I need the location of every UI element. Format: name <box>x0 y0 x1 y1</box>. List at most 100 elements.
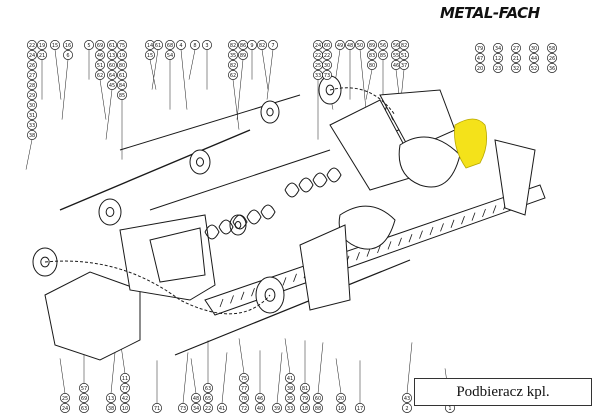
callout-top-ring <box>27 110 37 120</box>
beam-rib <box>440 223 444 232</box>
callout-side-label: 12 <box>495 56 501 62</box>
callout-bottom-ring <box>285 383 295 393</box>
callout-top-label: 19 <box>119 53 125 59</box>
callout-top-ring <box>367 60 377 70</box>
callout-top-ring <box>107 70 117 80</box>
callout-bottom-ring <box>60 393 70 403</box>
callout-bottom-ring <box>191 403 201 413</box>
leader <box>61 59 69 120</box>
front-shaft <box>149 149 331 211</box>
callout-bottom-ring <box>313 393 323 403</box>
callout-top-label: 13 <box>109 53 115 59</box>
callout-top-label: 14 <box>147 43 153 49</box>
callout-side-ring <box>547 43 557 53</box>
callout-bottom-label: 18 <box>302 406 308 412</box>
auger-left <box>246 209 262 225</box>
callout-side: 34 <box>493 43 503 53</box>
callout-bottom-label: 63 <box>205 386 211 392</box>
callout-top-ring <box>355 40 365 50</box>
callout-top-label: 37 <box>401 63 407 69</box>
callout-top: 82 <box>228 60 238 70</box>
callout-top-label: 80 <box>119 63 125 69</box>
callout-top: 29 <box>27 90 37 100</box>
callout-top: 50 <box>355 40 365 50</box>
callout-side: 20 <box>475 63 485 73</box>
callout-bottom: 71 <box>152 403 162 413</box>
callout-bottom: 24 <box>60 403 70 413</box>
callout-bottom-ring <box>239 373 249 383</box>
callout-bottom-label: 79 <box>302 396 308 402</box>
drive-shaft <box>59 129 251 211</box>
callout-bottom: 88 <box>313 403 323 413</box>
beam-rib <box>219 298 224 308</box>
callout-top: 62 <box>228 70 238 80</box>
callout-top-label: 22 <box>315 53 321 59</box>
callout-top-ring <box>117 40 127 50</box>
callout-top: 35 <box>228 50 238 60</box>
callout-side-ring <box>511 43 521 53</box>
callout-side-label: 23 <box>495 66 501 72</box>
callout-top-label: 22 <box>29 43 35 49</box>
callout-top-ring <box>165 50 175 60</box>
callout-top-label: 82 <box>259 43 265 49</box>
callout-top-label: 61 <box>109 43 115 49</box>
highlighted-part <box>454 118 488 169</box>
callout-top-ring <box>367 50 377 60</box>
leader <box>149 59 157 90</box>
callout-top-label: 4 <box>179 43 182 49</box>
left-guard <box>44 271 141 361</box>
callout-bottom-label: 88 <box>315 406 321 412</box>
callout-top: 45 <box>107 80 117 90</box>
callout-top-label: 83 <box>369 53 375 59</box>
callout-bottom: 77 <box>120 383 130 393</box>
callout-top-label: 64 <box>109 73 115 79</box>
callout-top: 46 <box>95 50 105 60</box>
callout-top: 84 <box>117 80 127 90</box>
callout-bottom: 11 <box>120 373 130 383</box>
callout-top-label: 45 <box>109 83 115 89</box>
callout-top-ring <box>367 40 377 50</box>
callout-side: 21 <box>511 53 521 63</box>
leader <box>59 358 66 394</box>
callout-top-label: 30 <box>324 63 330 69</box>
callout-bottom-ring <box>285 403 295 413</box>
beam-rib <box>230 295 234 304</box>
callout-top-label: 61 <box>119 73 125 79</box>
callout-side-label: 44 <box>531 56 537 62</box>
leader-lines <box>25 49 451 404</box>
callout-bottom: 41 <box>217 403 227 413</box>
callout-top: 15 <box>50 40 60 50</box>
callout-bottom: 16 <box>336 403 346 413</box>
callout-bottom-label: 20 <box>338 396 344 402</box>
callout-top: 15 <box>145 50 155 60</box>
callout-bottom-ring <box>79 383 89 393</box>
callout-bottom-label: 38 <box>287 386 293 392</box>
callout-bottom: 60 <box>313 393 323 403</box>
callout-top-label: 75 <box>119 43 125 49</box>
callout-side: 32 <box>511 63 521 73</box>
callout-top: 48 <box>345 40 355 50</box>
brand-logo: METAL-FACH <box>440 4 540 22</box>
callout-side: 58 <box>547 43 557 53</box>
callout-side-ring <box>493 63 503 73</box>
callout-top: 30 <box>27 100 37 110</box>
beam-rib <box>461 216 465 225</box>
callout-side-label: 79 <box>477 46 483 52</box>
auger-left <box>218 219 234 235</box>
callout-bottom-label: 81 <box>302 386 308 392</box>
callout-top: 13 <box>107 50 117 60</box>
callout-top-ring <box>228 70 238 80</box>
callout-bottom: 77 <box>239 383 249 393</box>
callout-top-ring <box>322 60 332 70</box>
callout-top-label: 21 <box>39 53 45 59</box>
callout-bottom-ring <box>355 403 365 413</box>
beam-rib <box>251 288 255 297</box>
callout-top-ring <box>378 40 388 50</box>
flange-top <box>260 100 280 124</box>
callout-bottom: 75 <box>239 373 249 383</box>
leader <box>25 139 33 170</box>
callout-bottom-label: 33 <box>287 406 293 412</box>
callout-top: 19 <box>117 50 127 60</box>
callout-top: 37 <box>399 60 409 70</box>
callout-top-ring <box>27 70 37 80</box>
